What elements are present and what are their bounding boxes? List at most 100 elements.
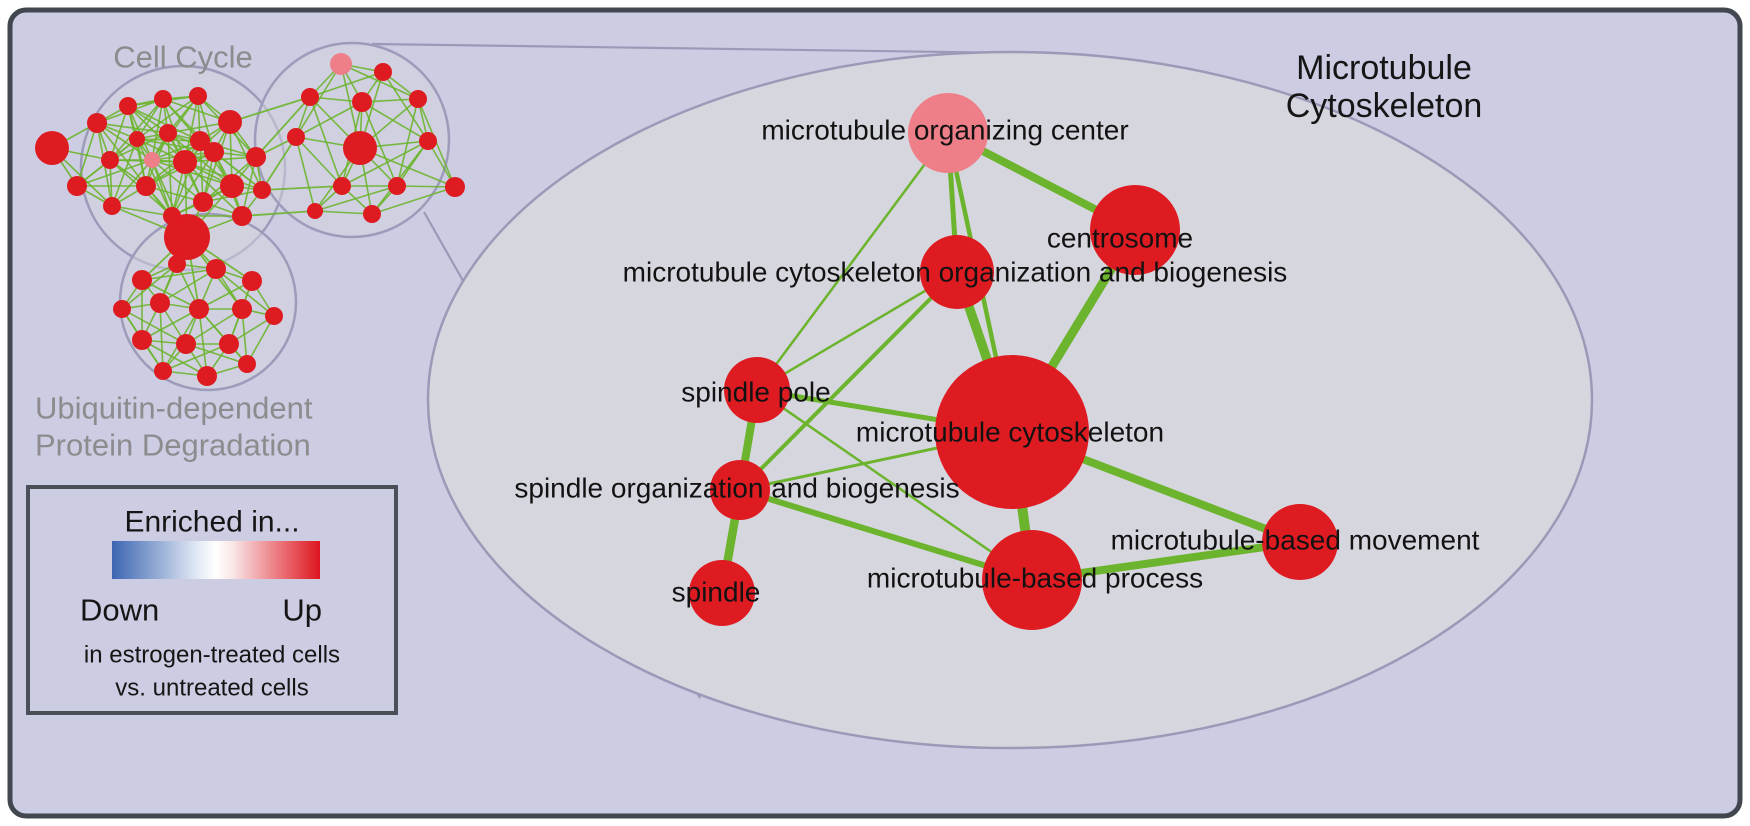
overview-edge [241, 210, 316, 217]
legend-down-label: Down [80, 593, 159, 628]
legend-note-line1: in estrogen-treated cells [84, 642, 340, 669]
overview-node [287, 128, 305, 146]
overview-edge [141, 308, 200, 341]
node-label-sob: spindle organization and biogenesis [514, 473, 959, 504]
overview-node [189, 87, 207, 105]
overview-node [238, 355, 256, 373]
overview-edge [159, 268, 217, 304]
node-mbp [982, 530, 1082, 630]
overview-nodes [35, 53, 465, 386]
overview-edge [184, 161, 263, 191]
node-label-mbm: microtubule-based movement [1111, 525, 1480, 556]
overview-edge [151, 159, 204, 203]
overview-edge [76, 122, 98, 187]
overview-edge [341, 140, 429, 187]
overview-edge [109, 98, 164, 161]
overview-edge [151, 98, 164, 161]
overview-edge [309, 71, 384, 98]
overview-edge [295, 63, 342, 138]
overview-edge [111, 205, 173, 217]
overview-edge [136, 95, 199, 140]
overview-node [352, 92, 372, 112]
overview-edge [159, 302, 164, 372]
node-spin [689, 560, 755, 626]
overview-node [144, 152, 160, 168]
overview-node [35, 131, 69, 165]
overview-node [219, 334, 239, 354]
overview-node [242, 271, 262, 291]
overview-edge [145, 140, 201, 187]
overview-edge [136, 138, 173, 217]
overview-edge [361, 101, 429, 142]
overview-edge [213, 151, 263, 191]
overview-edge [96, 122, 153, 161]
overview-node [445, 177, 465, 197]
edge-moc-sp [755, 131, 950, 392]
overview-node [190, 131, 210, 151]
edge-mob-sp [755, 270, 959, 392]
overview-edge [162, 343, 230, 372]
node-label-mob: microtubule cytoskeleton organization an… [623, 257, 1288, 288]
overview-edge [185, 308, 243, 345]
overview-node [154, 90, 172, 108]
overview-edge [151, 159, 173, 217]
overview-node [374, 63, 392, 81]
main-node-labels: microtubule organizing centercentrosomem… [514, 115, 1479, 608]
overview-node [189, 299, 209, 319]
overview-edge [261, 136, 297, 191]
overview-edge [184, 161, 243, 217]
overview-edge [151, 159, 233, 187]
overview-edge [76, 159, 153, 187]
node-mob [920, 235, 994, 309]
overview-node [197, 366, 217, 386]
overview-node [159, 124, 177, 142]
overview-node [343, 131, 377, 165]
overview-edge [121, 308, 187, 345]
node-moc [908, 93, 988, 173]
overview-node [232, 206, 252, 226]
overview-edge [261, 185, 343, 191]
node-label-mbp: microtubule-based process [867, 563, 1203, 594]
overview-edge [141, 268, 217, 281]
overview-edge [171, 151, 215, 217]
edge-mob-sob [738, 270, 959, 492]
overview-node [150, 293, 170, 313]
node-sp [724, 357, 790, 423]
overview-node [301, 88, 319, 106]
overview-node [154, 362, 172, 380]
node-label-sp: spindle pole [681, 377, 830, 408]
overview-node [173, 150, 197, 174]
node-mc [935, 355, 1089, 509]
magnifier-line-top [371, 42, 1021, 55]
overview-node [193, 192, 213, 212]
overview-node [388, 177, 406, 195]
node-label-mc: microtubule cytoskeleton [856, 417, 1164, 448]
node-label-cen: centrosome [1047, 223, 1193, 254]
node-sob [710, 460, 770, 520]
overview-edge [127, 105, 201, 142]
overview-edge [246, 315, 275, 365]
legend-title: Enriched in... [124, 506, 299, 539]
overview-node [164, 214, 210, 260]
ubiquitin-title-line1: Ubiquitin-dependent [35, 391, 313, 426]
overview-node [363, 205, 381, 223]
node-label-spin: spindle [672, 577, 761, 608]
overview-edge [202, 121, 231, 203]
overview-node [101, 151, 119, 169]
node-cen [1090, 185, 1180, 275]
overview-node [419, 132, 437, 150]
overview-node [136, 176, 156, 196]
legend: Enriched in... Down Up in estrogen-treat… [26, 485, 398, 715]
overview-node [87, 113, 107, 133]
overview-edge [215, 268, 275, 317]
overview-node [67, 176, 87, 196]
overview-edge [371, 140, 429, 215]
overview-edge [382, 71, 429, 142]
overview-node [103, 197, 121, 215]
overview-edge [185, 343, 248, 365]
overview-node [330, 53, 352, 75]
cell-cycle-title: Cell Cycle [113, 40, 253, 75]
overview-node [265, 307, 283, 325]
